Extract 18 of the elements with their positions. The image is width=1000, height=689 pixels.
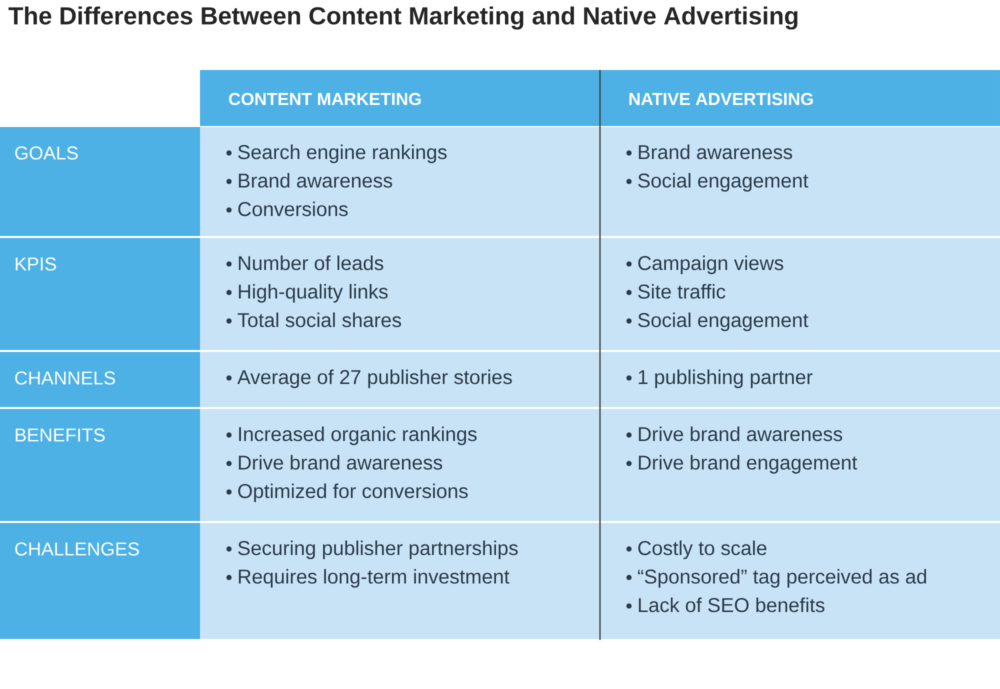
row-header: GOALS	[0, 127, 200, 236]
title: The Differences Between Content Marketing and Native Advertising	[8, 6, 798, 30]
table-cell: Securing publisher partnerships Requires long-term investment	[200, 523, 600, 639]
table-cell: Number of leads High-quality links Total social shares	[200, 238, 600, 350]
table-cell: 1 publishing partner	[600, 352, 1000, 407]
table-cell: Average of 27 publisher stories	[200, 352, 600, 407]
table-cell: Increased organic rankings Drive brand awareness Optimized for conversions	[200, 409, 600, 521]
table-cell: Campaign views Site traffic Social engagement	[600, 238, 1000, 350]
column-header: CONTENT MARKETING	[200, 70, 600, 126]
table-cell: Search engine rankings Brand awareness Conversions	[200, 127, 600, 236]
row-header: BENEFITS	[0, 409, 200, 521]
row-header: CHANNELS	[0, 352, 200, 407]
column-header: NATIVE ADVERTISING	[600, 70, 1000, 126]
table-cell: Drive brand awareness Drive brand engagement	[600, 409, 1000, 521]
table-cell: Brand awareness Social engagement	[600, 127, 1000, 236]
row-header: KPIS	[0, 238, 200, 350]
row-header: CHALLENGES	[0, 523, 200, 639]
table-cell: Costly to scale “Sponsored” tag perceived as ad Lack of SEO benefits	[600, 523, 1000, 639]
